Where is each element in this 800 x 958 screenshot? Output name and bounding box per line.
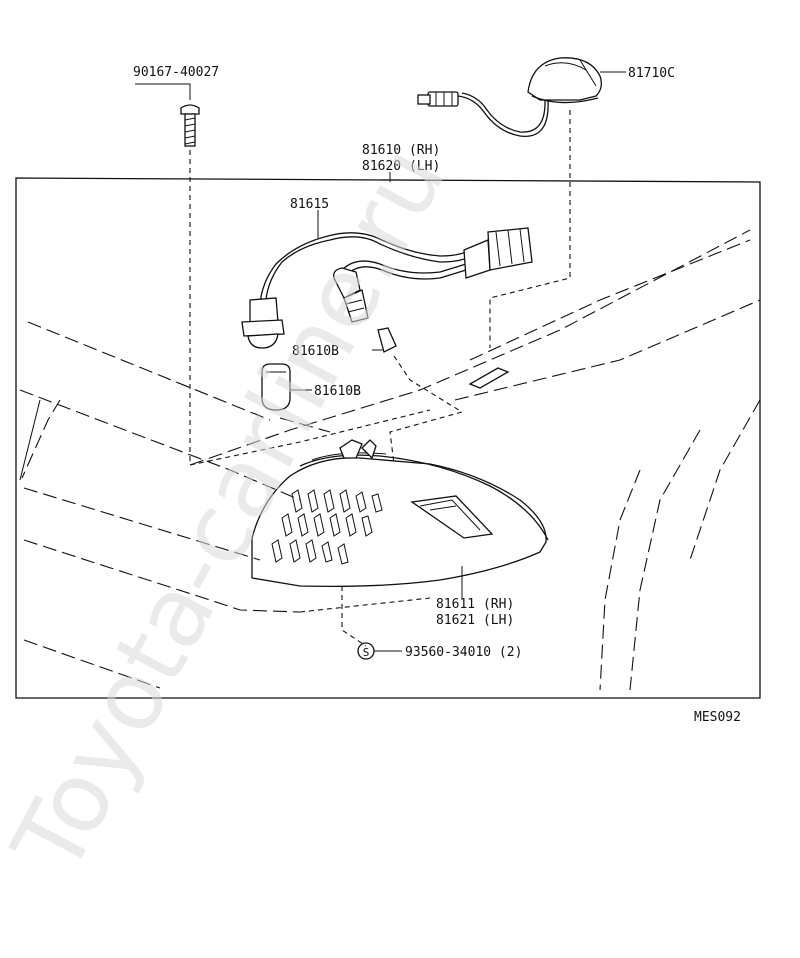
car-body-outline [19, 229, 761, 691]
diagram-code: MES092 [694, 710, 741, 725]
label-screw: 90167-40027 [133, 65, 219, 80]
side-marker-lamp [417, 57, 626, 137]
label-nut: 93560-34010 (2) [405, 645, 522, 660]
label-bulb-small: 81610B [292, 344, 339, 359]
diagram-frame [15, 177, 761, 699]
label-lens-lh: 81621 (LH) [436, 613, 514, 628]
bulb-large [261, 363, 312, 411]
label-lens-rh: 81611 (RH) [436, 597, 514, 612]
small-bulb-dashed-leader [389, 355, 464, 465]
socket-wire-part [241, 210, 533, 349]
nut-symbol-icon: S [357, 642, 402, 660]
watermark-text: Toyota-carline.ru [0, 129, 467, 891]
lens-dashed-leader [341, 586, 367, 647]
label-lamp-assy-lh: 81620 (LH) [362, 159, 440, 174]
body-reflector-mark [468, 367, 510, 389]
lamp-lens [251, 439, 549, 598]
label-lamp-assy-rh: 81610 (RH) [362, 143, 440, 158]
svg-text:S: S [363, 646, 370, 659]
screw-part [135, 83, 200, 147]
wedge-bulb-small [372, 327, 397, 353]
label-sub-lamp: 81710C [628, 66, 675, 81]
screw-dashed-leader [189, 150, 431, 466]
marker-dashed-leader [489, 110, 571, 348]
label-socket-wire: 81615 [290, 197, 329, 212]
label-bulb-large: 81610B [314, 384, 361, 399]
